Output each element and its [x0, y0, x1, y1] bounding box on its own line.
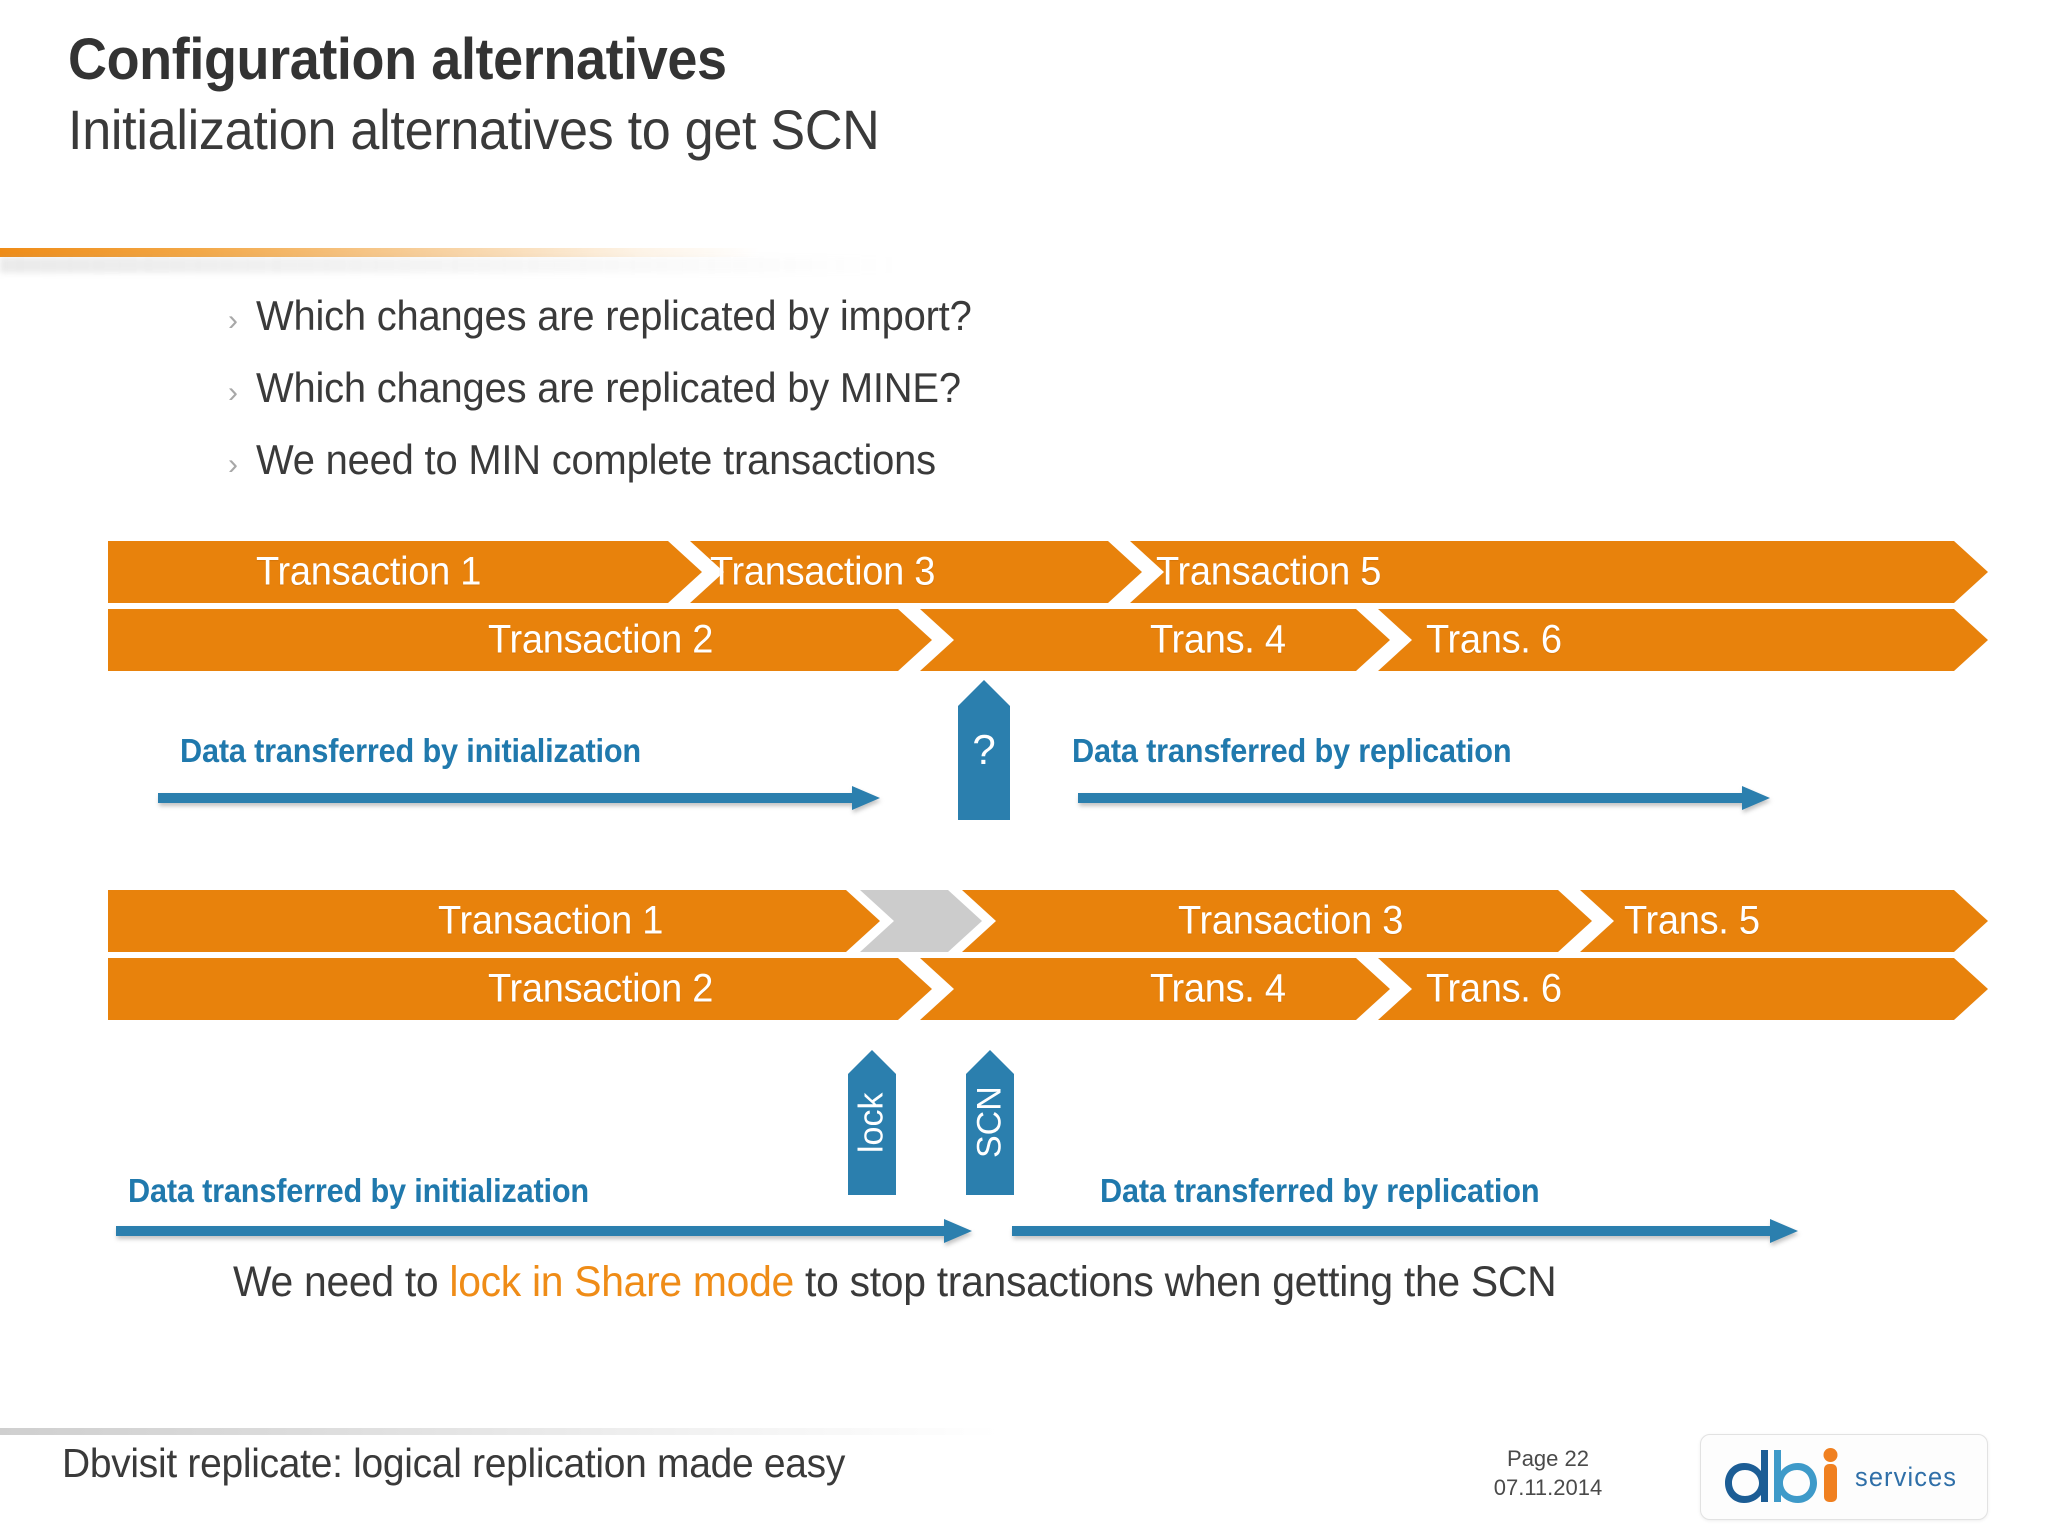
transaction-label: Transaction 3	[1178, 898, 1404, 943]
arrow-replication-2	[1012, 1218, 1798, 1244]
title-divider-glow	[0, 257, 900, 273]
chevron-right-icon: ›	[228, 304, 238, 337]
transaction-bar-shape	[108, 958, 1988, 1020]
transaction-bar-shape	[108, 609, 1988, 671]
caption-replication-2: Data transferred by replication	[1100, 1172, 1540, 1209]
transaction-label: Transaction 1	[256, 549, 482, 594]
lock-marker: lock	[848, 1050, 896, 1195]
title-block: Configuration alternatives Initializatio…	[68, 27, 1968, 163]
footer-page-info: Page 22 07.11.2014	[1458, 1444, 1638, 1502]
bottom-note-before: We need to	[233, 1258, 450, 1306]
transaction-label: Trans. 6	[1426, 617, 1562, 662]
footer-subject: Dbvisit replicate: logical replication m…	[62, 1440, 846, 1486]
up-arrow-shape	[966, 1050, 1014, 1195]
arrow-initialization	[158, 785, 880, 811]
chevron-right-icon: ›	[228, 376, 238, 409]
transaction-label: Trans. 6	[1426, 966, 1562, 1011]
bottom-note: We need to lock in Share mode to stop tr…	[233, 1258, 1557, 1307]
page-subtitle: Initialization alternatives to get SCN	[68, 97, 880, 161]
footer-divider	[0, 1428, 1000, 1435]
transaction-label: Transaction 2	[488, 617, 714, 662]
bullet-list: › Which changes are replicated by import…	[228, 292, 1009, 508]
list-item: › We need to MIN complete transactions	[228, 436, 1009, 508]
transaction-bar-row-bottom-2: Transaction 2 Trans. 4 Trans. 6	[108, 958, 1988, 1020]
transaction-bar-row-bottom: Transaction 2 Trans. 4 Trans. 6	[108, 609, 1988, 671]
dbi-logo-mark	[1725, 1448, 1838, 1503]
arrow-replication	[1078, 785, 1770, 811]
scn-marker: SCN	[966, 1050, 1014, 1195]
transaction-label: Transaction 5	[1156, 549, 1382, 594]
up-arrow-shape	[848, 1050, 896, 1195]
transaction-bar-shape	[108, 541, 1988, 603]
list-item: › Which changes are replicated by MINE?	[228, 364, 1009, 436]
right-arrow-icon	[116, 1219, 972, 1243]
transaction-bar-row-top-2: Transaction 1 Transaction 3 Trans. 5	[108, 890, 1988, 952]
bullet-text: We need to MIN complete transactions	[256, 436, 936, 483]
transaction-label: Transaction 3	[710, 549, 936, 594]
right-arrow-icon	[1078, 786, 1770, 810]
transaction-label: Trans. 4	[1150, 966, 1286, 1011]
question-marker: ?	[958, 680, 1010, 820]
transaction-bar-shape	[108, 890, 1988, 952]
logo-services-text: services	[1855, 1461, 1958, 1492]
caption-initialization-2: Data transferred by initialization	[128, 1172, 589, 1209]
bottom-note-highlight: lock in Share mode	[449, 1258, 794, 1306]
title-divider	[0, 248, 760, 257]
up-arrow-shape	[958, 680, 1010, 820]
arrow-initialization-2	[116, 1218, 972, 1244]
page-title: Configuration alternatives	[68, 27, 727, 92]
bullet-text: Which changes are replicated by import?	[256, 292, 972, 339]
dbi-services-logo: services	[1700, 1434, 1988, 1520]
chevron-right-icon: ›	[228, 448, 238, 481]
right-arrow-icon	[1012, 1219, 1798, 1243]
page-number: Page 22	[1507, 1446, 1589, 1471]
transaction-label: Trans. 5	[1624, 898, 1760, 943]
caption-replication: Data transferred by replication	[1072, 732, 1512, 769]
footer-date: 07.11.2014	[1493, 1475, 1603, 1501]
bottom-note-after: to stop transactions when getting the SC…	[793, 1258, 1557, 1306]
caption-initialization: Data transferred by initialization	[180, 732, 641, 769]
transaction-bar-row-top: Transaction 1 Transaction 3 Transaction …	[108, 541, 1988, 603]
right-arrow-icon	[158, 786, 880, 810]
list-item: › Which changes are replicated by import…	[228, 292, 1009, 364]
bullet-text: Which changes are replicated by MINE?	[256, 364, 961, 411]
transaction-label: Trans. 4	[1150, 617, 1286, 662]
transaction-label: Transaction 1	[438, 898, 664, 943]
transaction-label: Transaction 2	[488, 966, 714, 1011]
